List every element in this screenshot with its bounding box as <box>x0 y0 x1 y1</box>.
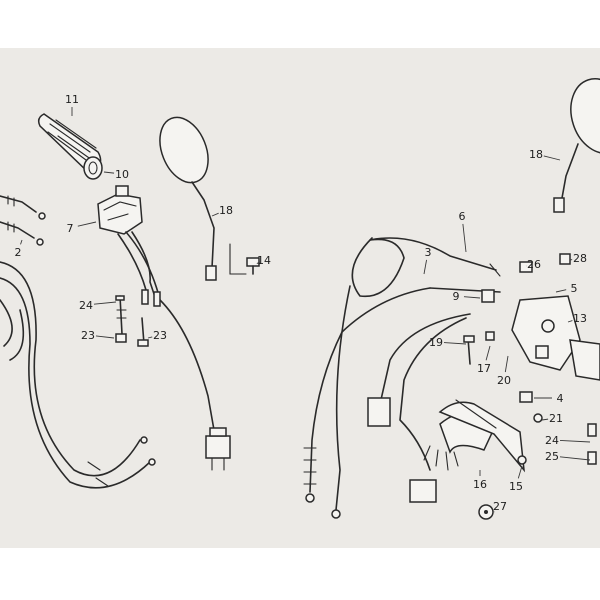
callout-number: 19 <box>429 336 443 349</box>
callout-c25: 25 <box>545 450 591 463</box>
callout-number: 23 <box>153 329 167 342</box>
callout-c19: 19 <box>429 336 467 349</box>
leader-line <box>462 223 467 253</box>
callout-number: 24 <box>545 434 559 447</box>
callout-c9: 9 <box>453 290 481 303</box>
callout-number: 25 <box>545 450 559 463</box>
callout-number: 13 <box>573 312 587 325</box>
callout-number: 7 <box>67 222 74 235</box>
leader-line <box>95 335 115 339</box>
callout-c16: 16 <box>473 470 487 491</box>
callout-c5: 5 <box>555 282 578 295</box>
callout-c26: 26 <box>525 258 541 271</box>
callout-number: 18 <box>529 148 543 161</box>
leader-line <box>485 345 491 361</box>
clutch-cable <box>331 237 501 519</box>
callout-labels: 11 10 7 2 18 14 24 23 23 18 6 3 26 28 5 9 13 19 17 20 4 21 24 2… <box>15 93 591 513</box>
leader-line <box>541 418 549 421</box>
parts-diagram-sheet: 11 10 7 2 18 14 24 23 23 18 6 3 26 28 5 9 13 19 17 20 4 21 24 2… <box>0 48 600 548</box>
callout-c23a: 23 <box>81 329 115 342</box>
leader-line <box>555 289 567 293</box>
callout-number: 2 <box>15 246 22 259</box>
leader-line <box>93 301 117 305</box>
leader-line <box>77 221 97 227</box>
connector-block-left <box>205 427 231 471</box>
callout-number: 9 <box>453 290 460 303</box>
callout-number: 4 <box>557 392 564 405</box>
callout-number: 24 <box>79 299 93 312</box>
lever-bracket <box>511 295 600 381</box>
leader-line <box>147 336 153 339</box>
leader-line <box>423 259 428 275</box>
leader-line <box>443 342 467 345</box>
callout-c24a: 24 <box>79 299 117 312</box>
leader-line <box>559 456 591 461</box>
callout-c21: 21 <box>541 412 563 425</box>
callout-number: 3 <box>425 246 432 259</box>
callout-c28: 28 <box>569 252 587 265</box>
handlebar-grip <box>37 113 103 180</box>
callout-c11: 11 <box>65 93 79 116</box>
callout-c17: 17 <box>477 345 491 375</box>
callout-c18b: 18 <box>529 148 561 161</box>
throttle-cables <box>0 261 156 489</box>
callout-number: 14 <box>257 254 271 267</box>
leader-line <box>567 320 573 323</box>
leader-line <box>559 439 591 443</box>
bullet-connectors <box>141 289 161 307</box>
callout-c27: 27 <box>493 500 507 513</box>
callout-c10: 10 <box>103 168 129 181</box>
leader-line <box>517 465 523 479</box>
callout-c15: 15 <box>509 465 523 493</box>
leader-line <box>504 355 509 373</box>
leader-line <box>543 155 561 161</box>
callout-number: 21 <box>549 412 563 425</box>
switch-harness <box>367 313 471 503</box>
callout-c20: 20 <box>497 355 511 387</box>
callout-number: 18 <box>219 204 233 217</box>
callout-c4: 4 <box>534 392 564 405</box>
callout-number: 17 <box>477 362 491 375</box>
small-fasteners <box>463 253 597 520</box>
bolt-14 <box>229 243 260 275</box>
clutch-lever <box>438 399 527 473</box>
leader-line <box>256 261 261 264</box>
callout-c18a: 18 <box>211 204 233 217</box>
switch-housing <box>97 185 215 431</box>
callout-c13: 13 <box>567 312 587 325</box>
callout-c23b: 23 <box>147 329 167 342</box>
callout-c14: 14 <box>256 254 271 267</box>
leader-line <box>103 171 115 174</box>
exploded-parts-diagram: 11 10 7 2 18 14 24 23 23 18 6 3 26 28 5 9 13 19 17 20 4 21 24 2… <box>0 78 600 520</box>
leader-line <box>20 239 23 245</box>
callout-number: 20 <box>497 374 511 387</box>
callout-c3: 3 <box>423 246 432 275</box>
callout-number: 28 <box>573 252 587 265</box>
callout-c6: 6 <box>459 210 467 253</box>
callout-c2: 2 <box>15 239 23 259</box>
callout-number: 15 <box>509 480 523 493</box>
left-mirror <box>159 116 217 281</box>
right-mirror <box>553 78 600 213</box>
callout-number: 10 <box>115 168 129 181</box>
callout-number: 11 <box>65 93 79 106</box>
leader-line <box>211 212 219 217</box>
callout-c7: 7 <box>67 221 97 235</box>
callout-c24b: 24 <box>545 434 591 447</box>
leader-line <box>463 296 481 299</box>
screws-left <box>115 295 149 347</box>
callout-number: 27 <box>493 500 507 513</box>
callout-number: 16 <box>473 478 487 491</box>
callout-number: 6 <box>459 210 466 223</box>
callout-number: 26 <box>527 258 541 271</box>
callout-number: 5 <box>571 282 578 295</box>
callout-number: 23 <box>81 329 95 342</box>
left-edge-cable-ends <box>0 195 46 246</box>
